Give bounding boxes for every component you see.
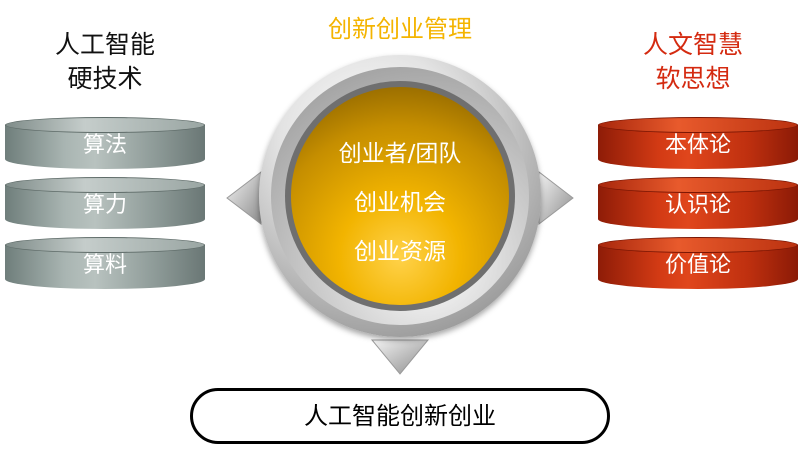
- left-arrow-icon: [226, 170, 262, 226]
- right-disk-label: 价值论: [664, 253, 731, 278]
- core-item: 创业机会: [354, 190, 446, 216]
- left-disk-stack: 算料 算力 算法: [5, 115, 205, 305]
- left-heading-line2: 硬技术: [67, 64, 143, 93]
- right-arrow-icon: [538, 170, 574, 226]
- compass-core-items: 创业者/团队 创业机会 创业资源: [291, 130, 509, 277]
- right-heading-line2: 软思想: [655, 64, 731, 93]
- right-disk-stack: 价值论 认识论 本体论: [598, 115, 798, 305]
- left-disk-label: 算法: [82, 133, 127, 158]
- left-disk-1: 算法: [5, 117, 205, 175]
- right-disk-2: 认识论: [598, 177, 798, 235]
- left-disk-2: 算力: [5, 177, 205, 235]
- right-column-heading: 人文智慧 软思想: [618, 28, 768, 96]
- right-disk-label: 认识论: [664, 193, 731, 218]
- core-item: 创业者/团队: [338, 141, 462, 167]
- right-heading-line1: 人文智慧: [642, 30, 743, 59]
- left-disk-3: 算料: [5, 237, 205, 295]
- down-arrow-icon: [370, 339, 430, 375]
- compass-core: [291, 87, 509, 305]
- center-heading: 创新创业管理: [328, 15, 472, 43]
- right-disk-3: 价值论: [598, 237, 798, 295]
- bottom-banner: 人工智能创新创业: [190, 388, 610, 444]
- left-column-heading: 人工智能 硬技术: [30, 28, 180, 96]
- right-disk-1: 本体论: [598, 117, 798, 175]
- left-disk-label: 算力: [82, 193, 127, 218]
- core-item: 创业资源: [354, 239, 446, 265]
- left-heading-line1: 人工智能: [54, 30, 155, 59]
- right-disk-label: 本体论: [664, 133, 731, 158]
- left-disk-label: 算料: [82, 253, 127, 278]
